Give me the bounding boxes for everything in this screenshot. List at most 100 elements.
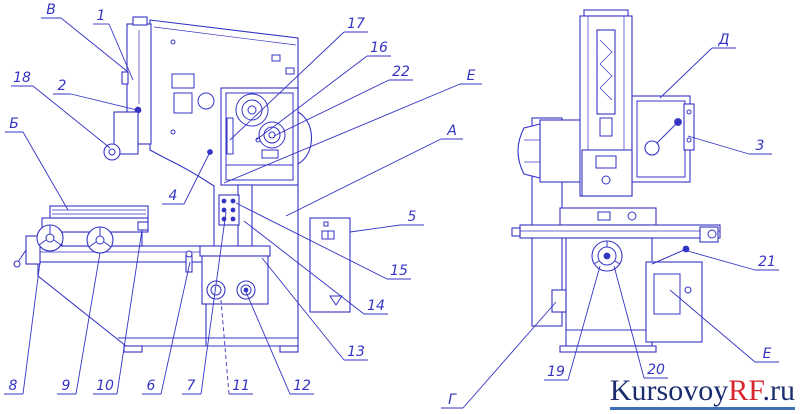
- callout-label-6: 6: [147, 378, 156, 394]
- leader-line: [273, 79, 390, 137]
- callout-d: Д: [659, 32, 736, 99]
- callout-20: 20: [613, 265, 668, 379]
- housing-plate: [173, 92, 193, 114]
- leader-line: [116, 229, 143, 395]
- callout-13: 13: [261, 257, 368, 361]
- callout-4: 4: [162, 151, 211, 205]
- table-clamp: [137, 221, 149, 231]
- leader-line: [243, 220, 365, 315]
- callout-17: 17: [229, 16, 368, 141]
- callout-6: 6: [142, 261, 191, 395]
- housing-bolt: [170, 39, 176, 45]
- callout-label-3: 3: [756, 138, 765, 154]
- cabinet-case: [309, 217, 351, 313]
- leader-line: [285, 138, 442, 217]
- leader-line: [659, 47, 713, 99]
- column-lower-panel: [595, 155, 617, 169]
- watermark-accent: RF: [728, 374, 763, 407]
- gear-lever-hub: [644, 140, 660, 156]
- push-button: [221, 207, 227, 213]
- callout-15: 15: [235, 202, 411, 280]
- gear-lever-knob: [674, 118, 682, 126]
- leader-line: [349, 224, 401, 233]
- push-button: [221, 198, 227, 204]
- gear-small: [258, 121, 286, 149]
- callout-label-20: 20: [647, 362, 665, 378]
- callout-label-11: 11: [232, 378, 250, 394]
- slot-mechanism: [599, 39, 613, 101]
- base-foot-side: [559, 345, 657, 353]
- callout-18: 18: [11, 70, 111, 149]
- leader-line: [60, 17, 129, 73]
- callout-7: 7: [182, 211, 227, 395]
- work-table: [49, 205, 149, 219]
- control-knob-right-inner: [240, 284, 252, 296]
- callout-label-10: 10: [96, 378, 114, 394]
- tool-head-knob: [103, 143, 121, 161]
- callout-2: 2: [53, 78, 138, 111]
- feed-box-case: [645, 261, 703, 343]
- leader-line: [200, 211, 227, 395]
- callout-e-front: Е: [223, 68, 482, 184]
- gear-housing-plug: [686, 137, 692, 143]
- column-top-cap: [583, 9, 629, 17]
- callout-label-12: 12: [293, 378, 311, 394]
- leader-line: [687, 135, 750, 155]
- callout-16: 16: [255, 40, 391, 141]
- handwheel-spoke: [53, 239, 62, 246]
- housing-details: [170, 39, 295, 155]
- callout-14: 14: [243, 220, 388, 315]
- housing-tab: [285, 67, 295, 75]
- handwheel-spoke: [38, 239, 47, 246]
- callout-g: Г: [441, 301, 557, 409]
- gearbox-slot: [226, 117, 234, 155]
- side-view: [511, 9, 721, 353]
- gear-housing: [631, 95, 695, 183]
- leader-line: [108, 23, 134, 81]
- leader-line: [223, 83, 461, 184]
- gearbox-plate: [261, 149, 279, 159]
- crank-handle: [13, 235, 41, 268]
- callout-5: 5: [349, 209, 424, 233]
- housing-side-cover: [297, 111, 312, 165]
- control-panel-upper: [218, 194, 240, 226]
- callout-label-8: 8: [9, 378, 18, 394]
- callout-label-17: 17: [347, 16, 365, 32]
- cross-slide-side: [559, 207, 657, 226]
- callout-label-7: 7: [187, 378, 196, 394]
- electrical-cabinet: [309, 217, 351, 313]
- callout-v: В: [41, 2, 129, 73]
- slide-key: [597, 211, 611, 221]
- callout-19: 19: [544, 265, 601, 381]
- tool-ram: [103, 16, 152, 161]
- push-button: [230, 207, 236, 213]
- housing-bolt: [170, 129, 176, 135]
- callout-label-19: 19: [547, 364, 565, 380]
- gear-housing-flange: [683, 103, 695, 151]
- callout-8: 8: [4, 261, 41, 395]
- feed-lever-knob: [185, 250, 193, 258]
- feed-lever: [651, 249, 685, 265]
- gear-large: [235, 93, 269, 127]
- leader-line: [22, 131, 69, 211]
- leader-line: [183, 151, 211, 205]
- column-guide-slot: [596, 29, 616, 115]
- control-knob-left: [206, 280, 226, 300]
- callout-label-e-front: Е: [467, 68, 476, 84]
- callout-label-15: 15: [390, 263, 408, 279]
- side-callouts: Д 3 21 Е Г 19 20: [441, 32, 779, 409]
- callout-a: А: [285, 123, 463, 217]
- feed-box-knob: [684, 286, 692, 294]
- ram-end-cap: [517, 123, 541, 179]
- leader-line: [32, 85, 111, 149]
- handwheel-spoke: [593, 260, 600, 265]
- leader-line: [567, 265, 601, 381]
- callout-label-2: 2: [58, 78, 67, 94]
- callout-label-e-side: Е: [763, 346, 772, 362]
- table-handwheel-cross: [86, 226, 114, 254]
- motor-clamp: [551, 289, 567, 313]
- gearbox-inner: [225, 92, 294, 181]
- housing-plug: [197, 92, 215, 110]
- callout-label-21: 21: [758, 254, 776, 270]
